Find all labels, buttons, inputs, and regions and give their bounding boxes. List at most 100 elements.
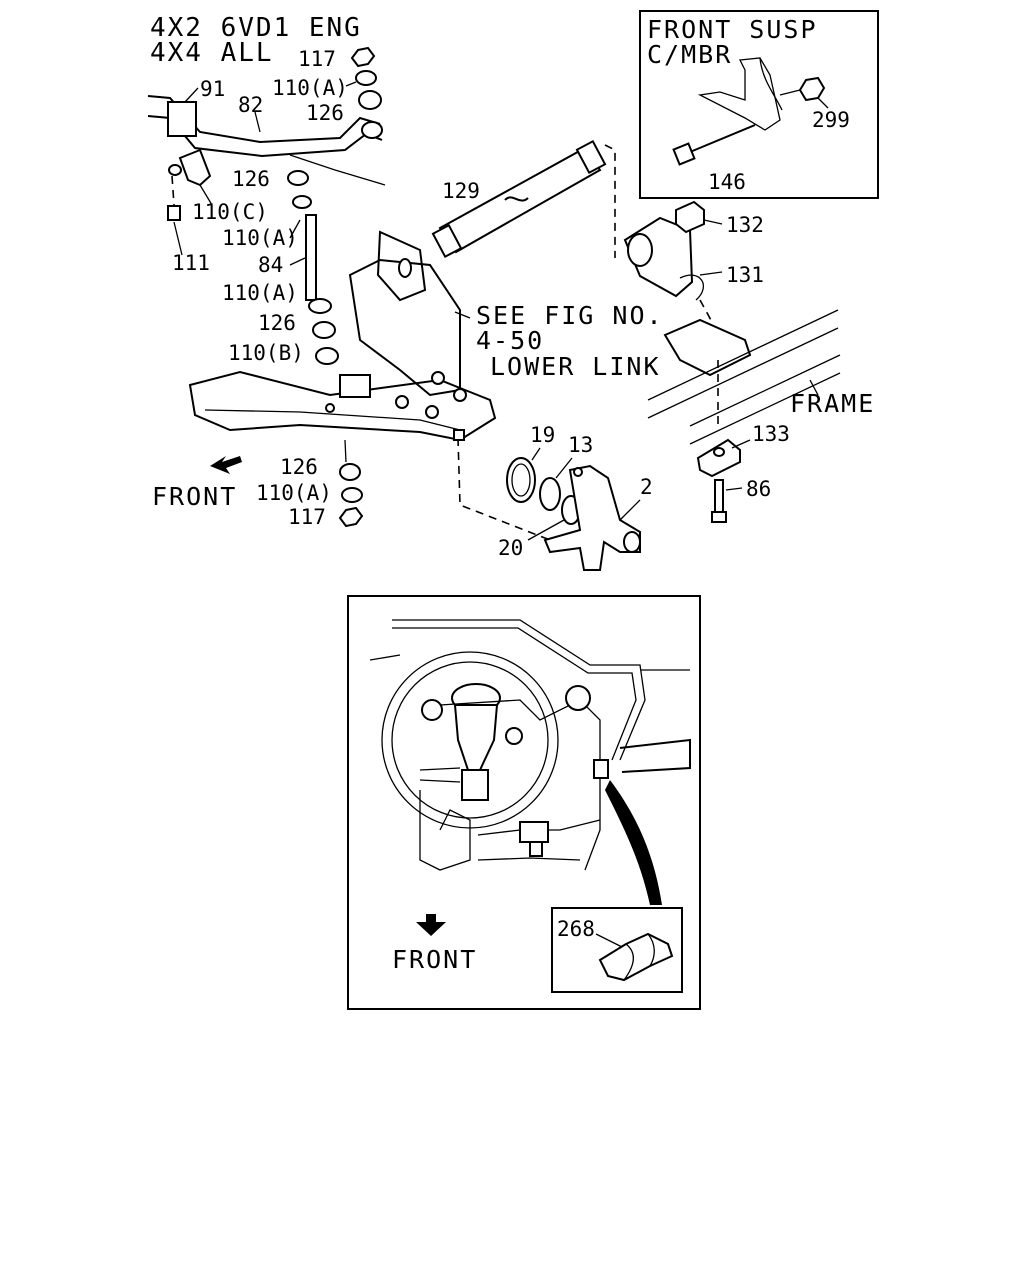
nut-299 bbox=[798, 76, 826, 102]
label-front-bottom: FRONT bbox=[392, 945, 477, 974]
clip-268-fold bbox=[623, 943, 634, 981]
label-86: 86 bbox=[746, 477, 771, 501]
label-19: 19 bbox=[530, 423, 555, 447]
torsion-bar-spline-end bbox=[575, 139, 607, 175]
arm-hole-3 bbox=[431, 371, 445, 385]
brake-line-4 bbox=[419, 767, 461, 783]
leader-132 bbox=[703, 219, 723, 225]
leader-13 bbox=[555, 457, 573, 479]
label-frame: FRAME bbox=[790, 389, 875, 418]
bushing-126-top bbox=[358, 90, 382, 110]
see-fig-note: SEE FIG NO. 4-50 LOWER LINK bbox=[454, 301, 664, 381]
label-132: 132 bbox=[726, 213, 764, 237]
label-110c: 110(C) bbox=[192, 200, 268, 224]
label-268: 268 bbox=[557, 917, 595, 941]
brake-line-1 bbox=[392, 619, 646, 761]
junction-block bbox=[519, 821, 549, 843]
note-lower-link: LOWER LINK bbox=[490, 352, 661, 381]
inset-top-title-1: FRONT SUSP bbox=[647, 15, 818, 44]
nut-117-top bbox=[350, 46, 376, 68]
crossmember-bracket bbox=[697, 57, 781, 131]
label-front-top: FRONT bbox=[152, 482, 237, 511]
lower-hardware-stack: 126 110(A) 117 bbox=[256, 455, 364, 529]
frame-line-4 bbox=[689, 372, 841, 445]
brake-line-2 bbox=[392, 627, 637, 761]
clamp-hole bbox=[168, 164, 182, 176]
clamp-bracket bbox=[178, 148, 212, 187]
label-129: 129 bbox=[442, 179, 480, 203]
nut-117-bottom bbox=[338, 506, 364, 528]
frame-bracket bbox=[663, 318, 752, 377]
arm-outline bbox=[188, 370, 497, 442]
hose-right bbox=[619, 738, 691, 773]
frame-edge-left bbox=[369, 654, 401, 661]
label-91: 91 bbox=[200, 77, 225, 101]
washer-110a-d bbox=[341, 487, 363, 503]
bracket-clamp-group: 110(C) 111 bbox=[167, 148, 268, 275]
label-110a-c: 110(A) bbox=[222, 281, 298, 305]
front-indicator-top: FRONT bbox=[152, 456, 242, 511]
label-126-b: 126 bbox=[232, 167, 270, 191]
master-cylinder bbox=[461, 769, 489, 801]
bolt-111-centerline bbox=[171, 175, 175, 206]
clip-268-fold-2 bbox=[647, 933, 655, 967]
arm-hole-1 bbox=[325, 403, 335, 413]
frame-rail: FRAME bbox=[647, 309, 875, 445]
bolt-146-head bbox=[672, 142, 696, 166]
bushing-126-b bbox=[287, 170, 309, 186]
leader-see-fig bbox=[454, 311, 471, 319]
knuckle-assembly: 19 13 20 2 bbox=[453, 423, 653, 571]
label-299: 299 bbox=[812, 108, 850, 132]
label-82: 82 bbox=[238, 93, 263, 117]
fitting-center bbox=[505, 727, 523, 745]
upper-hardware-stack: 117 110(A) 126 bbox=[272, 46, 382, 125]
arm-hole-2 bbox=[395, 395, 409, 409]
arm-mount-tab bbox=[339, 374, 371, 398]
washer-110a-b bbox=[292, 195, 312, 209]
bolt-86-shank bbox=[714, 479, 724, 517]
leader-110a-b bbox=[289, 219, 301, 239]
anchor-arm-bore bbox=[627, 233, 653, 267]
inset-top-frame bbox=[639, 10, 879, 199]
crossmember-edge bbox=[759, 57, 783, 111]
leader-19 bbox=[531, 447, 541, 461]
label-133: 133 bbox=[752, 422, 790, 446]
label-84: 84 bbox=[258, 253, 283, 277]
adjuster-133-hole bbox=[713, 447, 725, 457]
lower-control-arm bbox=[188, 230, 497, 463]
label-126-d: 126 bbox=[280, 455, 318, 479]
leader-111 bbox=[173, 221, 183, 256]
seal-19-inner bbox=[511, 463, 531, 497]
bolt-146-shank bbox=[689, 124, 756, 153]
leader-20 bbox=[527, 519, 565, 541]
tower-hole bbox=[398, 258, 412, 278]
inset-front-susp-crossmember: FRONT SUSP C/MBR 146 299 bbox=[639, 10, 879, 199]
detail-callout-wedge bbox=[605, 780, 662, 905]
detail-box bbox=[551, 907, 683, 993]
stabilizer-bushing-91 bbox=[167, 101, 197, 137]
leader-131 bbox=[699, 271, 723, 276]
note-see-fig-2: 4-50 bbox=[476, 326, 544, 355]
junction-fitting bbox=[529, 841, 543, 857]
note-see-fig-1: SEE FIG NO. bbox=[476, 301, 664, 330]
label-20: 20 bbox=[498, 536, 523, 560]
fitting-left bbox=[421, 699, 443, 721]
height-adjuster-group: 133 86 bbox=[696, 422, 790, 523]
leader-arm-down bbox=[344, 439, 347, 463]
line-clip bbox=[593, 759, 609, 779]
leader-268 bbox=[595, 933, 625, 949]
bolt-111 bbox=[167, 205, 181, 221]
leader-299 bbox=[817, 97, 829, 109]
label-110a-top: 110(A) bbox=[272, 76, 348, 100]
fitting-right bbox=[565, 685, 591, 711]
arm-hole-5 bbox=[425, 405, 439, 419]
label-2: 2 bbox=[640, 475, 653, 499]
bushing-126-c bbox=[312, 321, 336, 339]
arm-inner-edge bbox=[204, 409, 461, 431]
front-arrow-bottom-icon bbox=[416, 914, 446, 936]
leader-2 bbox=[619, 499, 641, 521]
label-146: 146 bbox=[708, 170, 746, 194]
leader-86 bbox=[725, 487, 743, 491]
stabilizer-bar-upper-edge bbox=[147, 95, 381, 144]
